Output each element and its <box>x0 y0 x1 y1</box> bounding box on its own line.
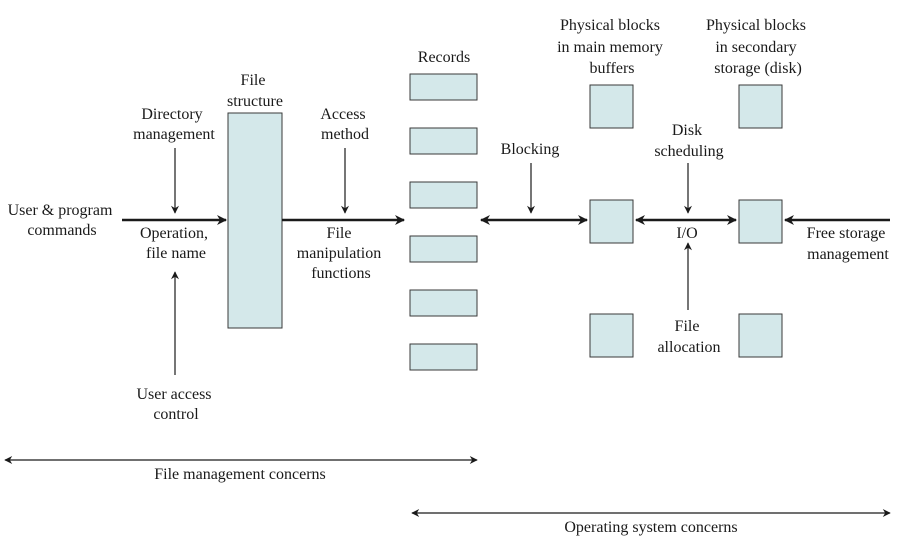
record-box <box>409 343 478 371</box>
record-box <box>409 181 478 209</box>
disk-block-bottom <box>738 313 783 358</box>
directory-management-label: Directory management <box>133 106 215 143</box>
main-memory-block-top <box>589 84 634 129</box>
main-memory-block-mid <box>589 199 634 244</box>
file-manipulation-label: File manipulation functions <box>297 225 385 282</box>
record-box <box>409 127 478 155</box>
user-program-label: User & program commands <box>8 202 117 239</box>
operating-system-concerns-label: Operating system concerns <box>564 519 737 536</box>
record-box <box>409 235 478 263</box>
blocking-label: Blocking <box>501 141 560 158</box>
physical-blocks-main-memory-label: Physical blocks in main memory buffers <box>557 17 667 77</box>
disk-scheduling-label: Disk scheduling <box>654 122 723 160</box>
disk-block-top <box>738 84 783 129</box>
records-label: Records <box>418 49 470 66</box>
main-memory-block-bottom <box>589 313 634 358</box>
record-box <box>409 289 478 317</box>
file-structure-label: File structure <box>227 72 283 110</box>
file-structure-box <box>227 112 283 329</box>
records-stack <box>409 73 478 371</box>
file-management-concerns-label: File management concerns <box>154 466 326 483</box>
file-allocation-label: File allocation <box>657 318 720 356</box>
user-access-control-label: User access control <box>136 386 215 423</box>
io-label: I/O <box>676 225 697 242</box>
record-box <box>409 73 478 101</box>
disk-block-mid <box>738 199 783 244</box>
access-method-label: Access method <box>320 106 369 143</box>
operation-label: Operation, file name <box>140 225 212 262</box>
physical-blocks-secondary-label: Physical blocks in secondary storage (di… <box>706 17 810 77</box>
free-storage-label: Free storage management <box>807 225 890 263</box>
